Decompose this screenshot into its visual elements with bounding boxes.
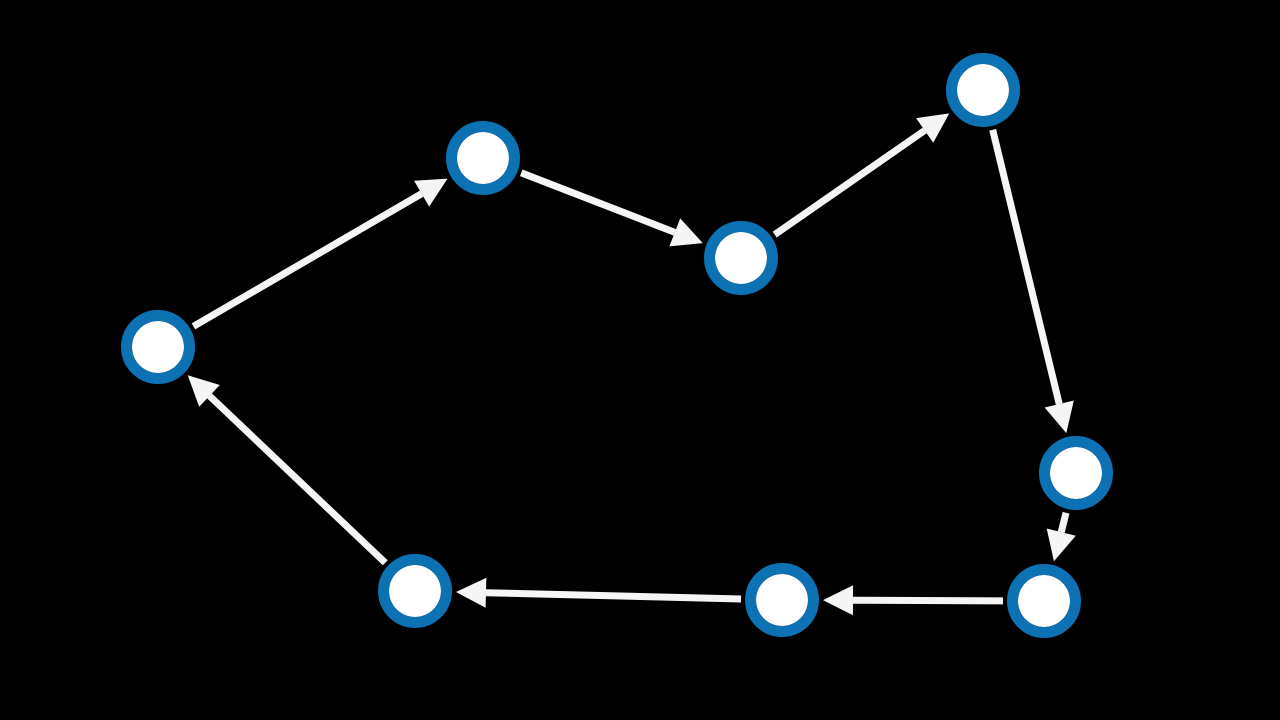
- graph-node[interactable]: [446, 121, 520, 195]
- edge-arrowhead-icon: [669, 218, 703, 247]
- graph-edge[interactable]: [772, 113, 950, 238]
- node-ring: [1039, 436, 1113, 510]
- graph-edge[interactable]: [822, 585, 1004, 616]
- graph-edge[interactable]: [187, 375, 388, 566]
- node-ring: [745, 563, 819, 637]
- edge-arrowhead-icon: [455, 577, 487, 608]
- graph-node[interactable]: [378, 554, 452, 628]
- edge-arrowhead-icon: [1044, 400, 1074, 434]
- node-core: [1018, 575, 1070, 627]
- graph-edge[interactable]: [1046, 511, 1076, 562]
- edge-arrowhead-icon: [916, 113, 950, 143]
- edge-arrowhead-icon: [414, 178, 448, 207]
- graph-node[interactable]: [121, 310, 195, 384]
- graph-node[interactable]: [946, 53, 1020, 127]
- node-core: [389, 565, 441, 617]
- edge-layer: [187, 113, 1076, 616]
- node-core: [715, 232, 767, 284]
- graph-node[interactable]: [1007, 564, 1081, 638]
- edge-arrowhead-icon: [1046, 528, 1076, 562]
- graph-node[interactable]: [704, 221, 778, 295]
- node-ring: [446, 121, 520, 195]
- node-ring: [704, 221, 778, 295]
- edge-arrowhead-icon: [187, 375, 220, 407]
- node-ring: [378, 554, 452, 628]
- node-ring: [946, 53, 1020, 127]
- graph-node[interactable]: [745, 563, 819, 637]
- node-core: [756, 574, 808, 626]
- graph-edge[interactable]: [989, 129, 1074, 434]
- graph-edge[interactable]: [191, 178, 448, 330]
- graph-node[interactable]: [1039, 436, 1113, 510]
- node-core: [1050, 447, 1102, 499]
- node-core: [957, 64, 1009, 116]
- node-ring: [121, 310, 195, 384]
- graph-edge[interactable]: [455, 577, 742, 608]
- edge-arrowhead-icon: [822, 585, 854, 616]
- node-ring: [1007, 564, 1081, 638]
- node-layer: [121, 53, 1113, 638]
- node-core: [457, 132, 509, 184]
- graph-edge[interactable]: [519, 169, 703, 247]
- node-core: [132, 321, 184, 373]
